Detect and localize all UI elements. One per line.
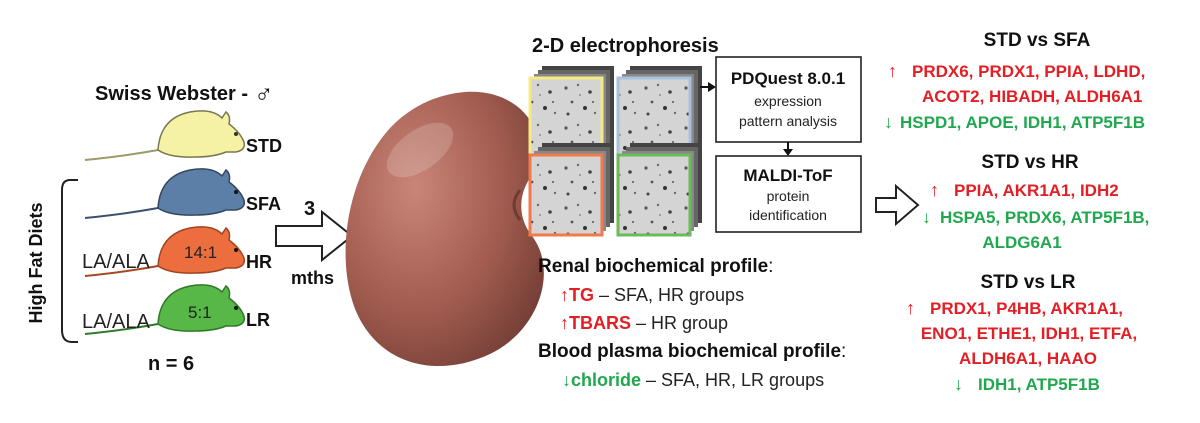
std-sfa-down-line-1: HSPD1, APOE, IDH1, ATP5F1B — [900, 113, 1145, 132]
renal-item-tg: ↑TG – SFA, HR groups — [560, 285, 744, 305]
plasma-chloride-arrow: ↓ — [562, 370, 571, 390]
std-sfa-down-arrow: ↓ — [884, 112, 893, 132]
mouse-sfa-icon — [84, 168, 246, 219]
duration-value: 3 — [304, 198, 315, 220]
sample-size: n = 6 — [148, 353, 194, 375]
mouse-hr-label: HR — [246, 252, 272, 272]
plasma-profile-colon: : — [841, 341, 846, 362]
electrophoresis-title: 2-D electrophoresis — [532, 35, 719, 57]
std-sfa-up-arrow: ↑ — [888, 61, 897, 81]
gel-stacks — [528, 66, 702, 237]
duration-arrow — [275, 209, 354, 263]
mouse-sfa-label: SFA — [246, 194, 281, 214]
renal-tbars-marker: TBARS — [569, 313, 631, 333]
maldi-title: MALDI-ToF — [743, 166, 832, 185]
comparison-std-sfa-title: STD vs SFA — [984, 30, 1091, 51]
plasma-chloride-text: – SFA, HR, LR groups — [641, 370, 824, 390]
comparison-std-hr-title: STD vs HR — [981, 152, 1078, 173]
mouse-std-icon — [84, 110, 246, 161]
mouse-lr-icon — [84, 284, 246, 335]
std-hr-up-arrow: ↑ — [930, 180, 939, 200]
std-hr-up-line-1: PPIA, AKR1A1, IDH2 — [954, 181, 1119, 200]
results-arrow — [875, 183, 920, 227]
high-fat-label: High Fat Diets — [26, 202, 46, 323]
std-lr-up-line-3: ALDH6A1, HAAO — [959, 349, 1097, 368]
renal-profile-colon: : — [768, 256, 773, 277]
lr-ratio-value: 5:1 — [188, 303, 212, 322]
renal-tg-marker: TG — [569, 285, 594, 305]
std-sfa-up-line-2: ACOT2, HIBADH, ALDH6A1 — [922, 87, 1142, 106]
mouse-lr-label: LR — [246, 310, 270, 330]
mouse-std-label: STD — [246, 136, 282, 156]
pdquest-box — [715, 56, 862, 143]
std-hr-down-line-2: ALDG6A1 — [982, 233, 1061, 252]
pdquest-to-maldi-arrowhead — [783, 149, 793, 156]
renal-tbars-arrow: ↑ — [560, 313, 569, 333]
renal-tg-text: – SFA, HR groups — [594, 285, 744, 305]
plasma-profile: Blood plasma biochemical profile: — [538, 341, 846, 362]
std-sfa-up-line-1: PRDX6, PRDX1, PPIA, LDHD, — [912, 62, 1145, 81]
pdquest-line1: expression — [754, 93, 822, 109]
std-lr-up-line-2: ENO1, ETHE1, IDH1, ETFA, — [921, 324, 1137, 343]
renal-profile: Renal biochemical profile: — [538, 256, 773, 277]
lr-ratio-label: LA/ALA — [82, 311, 150, 333]
std-lr-down-line-1: IDH1, ATP5F1B — [978, 375, 1100, 394]
comparison-std-lr-title: STD vs LR — [980, 272, 1075, 293]
std-lr-up-arrow: ↑ — [906, 298, 915, 318]
maldi-line1: protein — [767, 188, 810, 204]
kidney-illustration — [345, 91, 544, 367]
gel-to-pdquest-arrowhead — [708, 82, 716, 92]
mouse-hr-icon — [84, 226, 246, 277]
plasma-profile-title: Blood plasma biochemical profile — [538, 341, 841, 362]
std-hr-down-arrow: ↓ — [922, 207, 931, 227]
maldi-line2: identification — [749, 207, 827, 223]
renal-tg-arrow: ↑ — [560, 285, 569, 305]
std-lr-down-arrow: ↓ — [954, 374, 963, 394]
mice-title: Swiss Webster - — [95, 83, 248, 105]
hr-ratio-value: 14:1 — [184, 243, 217, 262]
pdquest-title: PDQuest 8.0.1 — [731, 69, 845, 88]
hr-ratio-label: LA/ALA — [82, 251, 150, 273]
std-hr-down-line-1: HSPA5, PRDX6, ATP5F1B, — [940, 208, 1149, 227]
male-symbol: ♂ — [254, 78, 274, 108]
renal-tbars-text: – HR group — [631, 313, 728, 333]
renal-item-tbars: ↑TBARS – HR group — [560, 313, 728, 333]
high-fat-bracket — [61, 179, 78, 343]
duration-unit: mths — [291, 268, 334, 288]
plasma-item-chloride: ↓chloride – SFA, HR, LR groups — [562, 370, 824, 390]
std-lr-up-line-1: PRDX1, P4HB, AKR1A1, — [930, 299, 1123, 318]
pdquest-line2: pattern analysis — [739, 113, 837, 129]
maldi-box — [715, 155, 862, 233]
renal-profile-title: Renal biochemical profile — [538, 256, 768, 277]
plasma-chloride-marker: chloride — [571, 370, 641, 390]
